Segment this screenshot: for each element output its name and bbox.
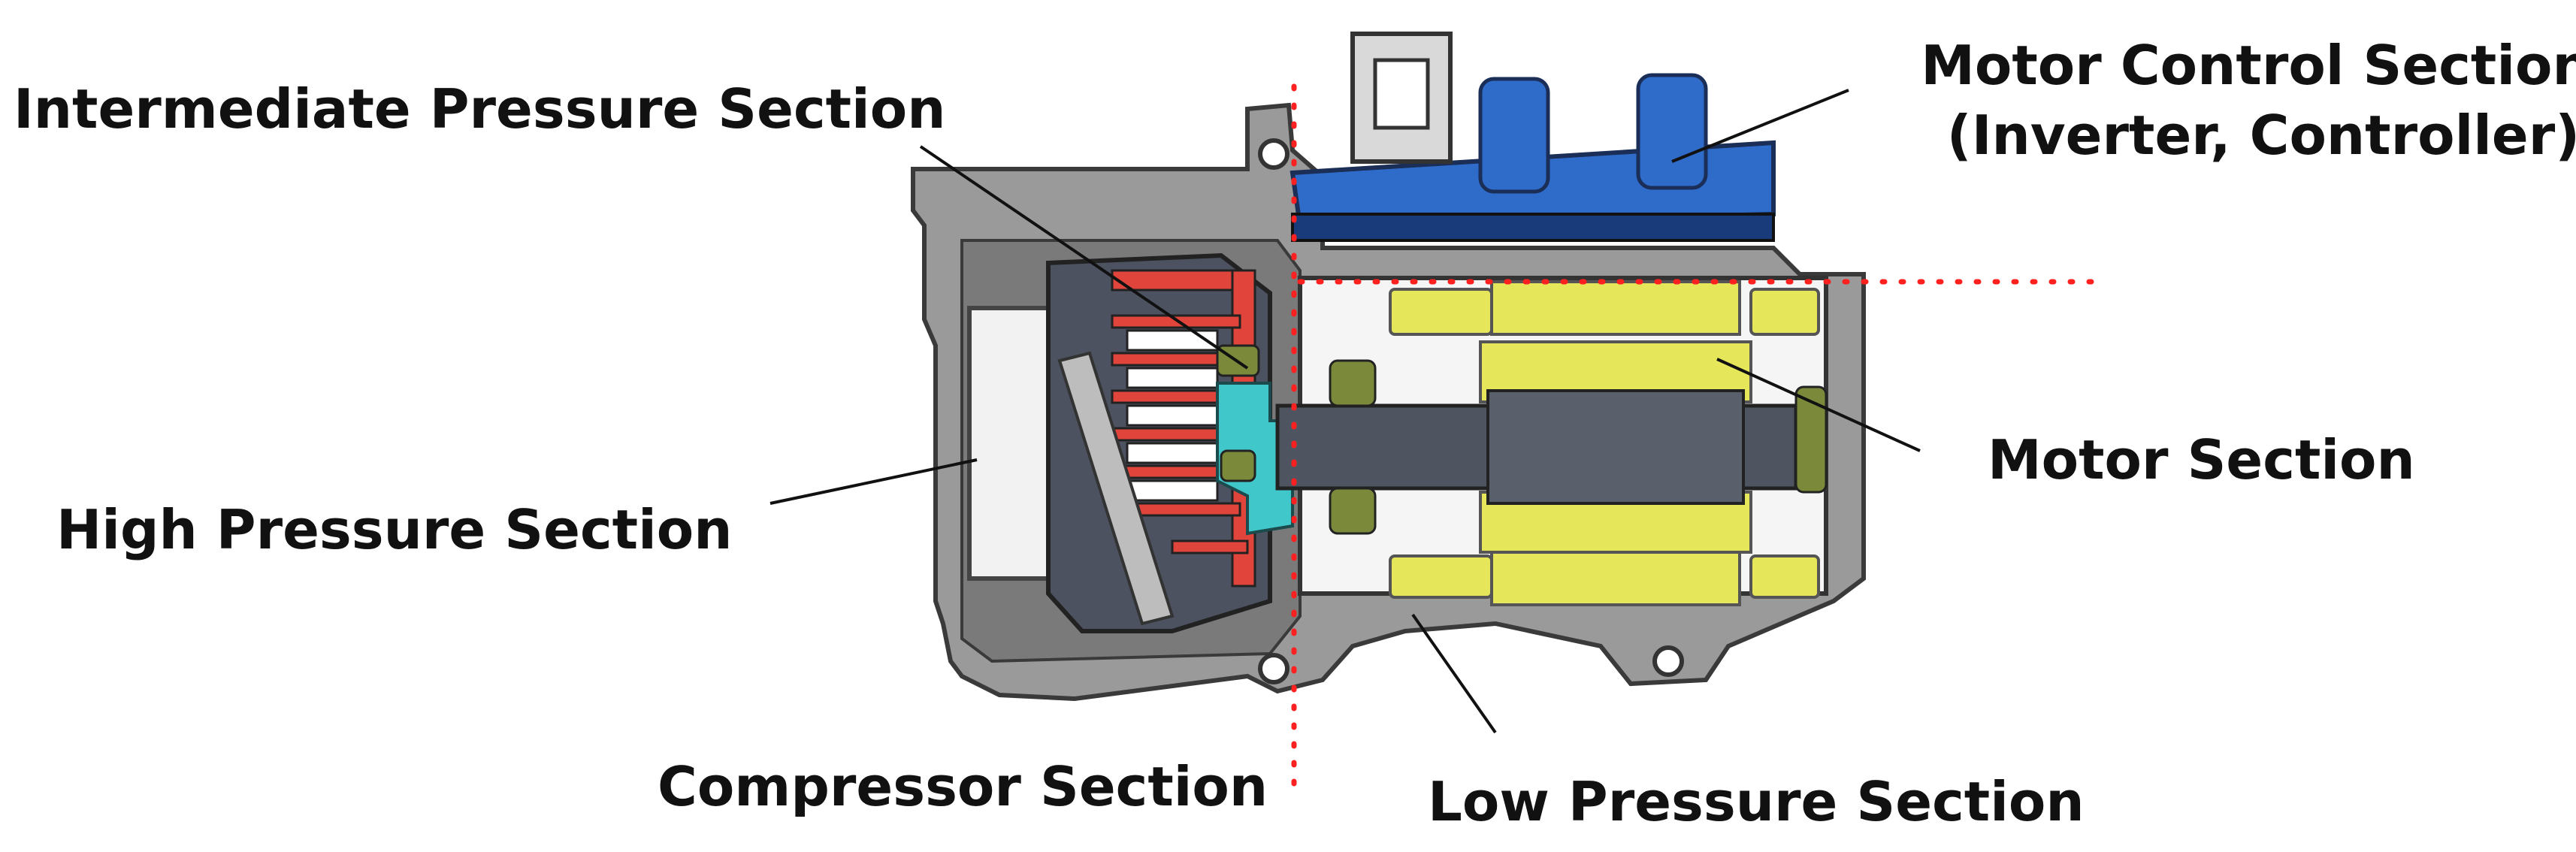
leader-high-pressure — [769, 458, 978, 505]
leader-motor-control — [1671, 89, 1849, 163]
section-dividers — [1291, 83, 2111, 796]
motor-control-plug — [1350, 32, 1453, 164]
label-compressor: Compressor Section — [658, 755, 1268, 818]
high-pressure-chamber — [967, 306, 1054, 581]
leader-motor — [1716, 358, 1921, 452]
motor-control-base — [1291, 213, 1775, 242]
label-motor-control-line2: (Inverter, Controller) — [1947, 104, 2576, 167]
label-low-pressure: Low Pressure Section — [1428, 770, 2085, 833]
compressor-cutaway-illustration — [911, 32, 1866, 702]
leader-low-pressure — [1411, 613, 1497, 734]
motor-rotor — [1486, 389, 1745, 505]
swash-plate — [1057, 351, 1175, 626]
label-motor-control-line1: Motor Control Section — [1921, 34, 2576, 97]
motor-control-connectors — [1478, 73, 1708, 194]
label-high-pressure: High Pressure Section — [56, 498, 732, 561]
shaft-bearings — [1329, 359, 1828, 535]
leader-lines — [769, 89, 1921, 734]
compressor-scroll-pockets — [1126, 329, 1219, 502]
mounting-holes — [1258, 138, 1684, 684]
label-intermediate-pressure: Intermediate Pressure Section — [14, 77, 945, 140]
label-motor: Motor Section — [1988, 428, 2415, 491]
leader-intermediate — [919, 145, 1249, 370]
